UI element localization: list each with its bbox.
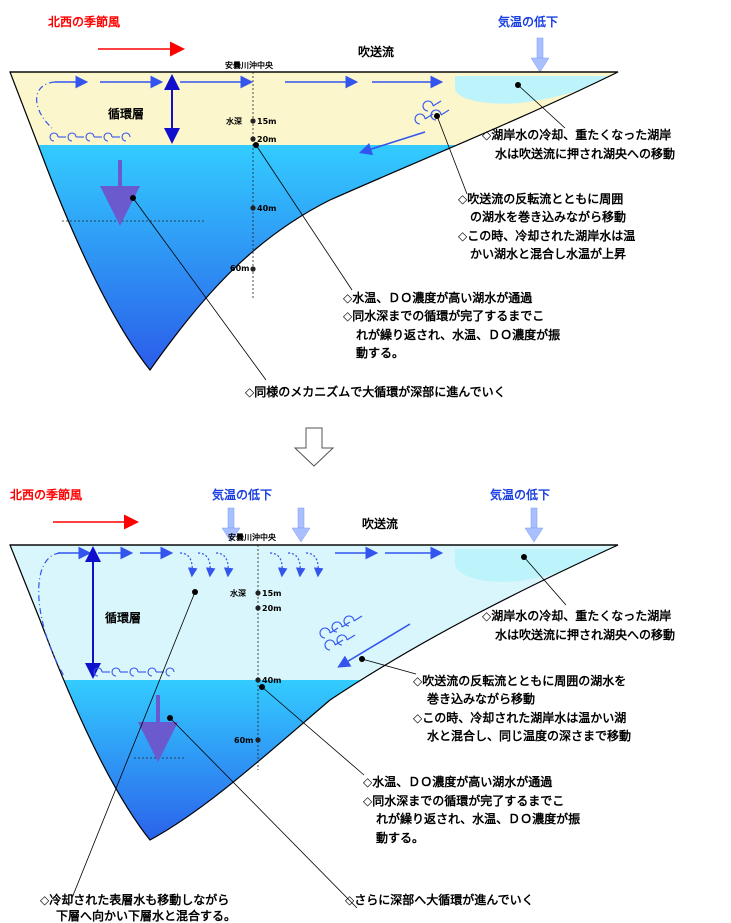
depth-axis-label: 水深: [225, 116, 242, 126]
depth-label-15m: 15m: [257, 117, 276, 126]
callout-dot: [253, 142, 259, 148]
note-counter-flow: ◇吹送流の反転流とともに周囲の湖水を 巻き込みながら移動 ◇この時、冷却された湖…: [413, 673, 631, 743]
station-label: 安曇川沖中央: [228, 532, 277, 542]
note-line: 下層へ向かい下層水と混合する。: [56, 908, 236, 923]
note-line: 動する。: [356, 345, 404, 360]
top-panel: 北西の季節風 気温の低下 吹送流 安曇川沖中央: [9, 14, 675, 399]
note-shore-cooling: ◇湖岸水の冷却、重たくなった湖岸 水は吹送流に押され湖央への移動: [482, 127, 675, 161]
wind-drift-label: 吹送流: [358, 44, 394, 59]
callout-dot: [259, 684, 265, 690]
circulation-layer-label: 循環層: [105, 610, 141, 625]
depth-label-40m: 40m: [257, 204, 276, 213]
wind-label: 北西の季節風: [10, 487, 82, 502]
depth-point-15m: [255, 590, 261, 596]
air-temp-arrows: [221, 507, 544, 543]
note-line: ◇吹送流の反転流とともに周囲の湖水を: [413, 673, 626, 688]
note-line: ◇同水深までの循環が完了するまでこ: [363, 793, 564, 808]
note-deep-progress: ◇同様のメカニズムで大循環が深部に進んでいく: [245, 384, 506, 399]
lake-outline: [9, 71, 619, 371]
callout-dot: [434, 113, 440, 119]
note-line: 水と混合し、同じ温度の深さまで移動: [427, 728, 631, 743]
note-line: ◇この時、冷却された湖岸水は温かい湖: [413, 710, 626, 725]
transition-arrow: [293, 427, 335, 467]
callout-dot: [167, 715, 173, 721]
note-line: 水は吹送流に押され湖央への移動: [495, 146, 675, 161]
depth-label-20m: 20m: [262, 604, 281, 613]
note-line: ◇同水深までの循環が完了するまでこ: [343, 308, 544, 323]
note-line: ◇水温、ＤＯ濃度が高い湖水が通過: [343, 290, 533, 305]
depth-label-60m: 60m: [234, 736, 253, 745]
callout-dot: [130, 195, 136, 201]
lake-outline: [9, 544, 619, 841]
air-temp-label-1: 気温の低下: [212, 487, 272, 502]
callout-dot: [359, 656, 365, 662]
counter-flow-arrow: [358, 131, 426, 156]
bottom-panel: 北西の季節風 気温の低下 気温の低下 吹送流 安曇川沖中央: [9, 487, 675, 923]
eddy-marks: [49, 100, 450, 142]
depth-axis-label: 水深: [229, 588, 246, 598]
depth-label-15m: 15m: [262, 589, 281, 598]
circulation-layer-label: 循環層: [108, 106, 144, 121]
return-flow-loop: [38, 552, 65, 677]
depth-point-20m: [255, 605, 261, 611]
return-flow-loop: [36, 81, 56, 129]
wind-label: 北西の季節風: [48, 14, 120, 29]
depth-label-60m: 60m: [230, 264, 249, 273]
note-deeper-progress: ◇さらに深部へ大循環が進んでいく: [345, 892, 534, 907]
note-line: ◇湖岸水の冷却、重たくなった湖岸: [482, 127, 671, 142]
depth-point-40m: [255, 677, 261, 683]
depth-label-40m: 40m: [262, 676, 281, 685]
note-line: ◇水温、ＤＯ濃度が高い湖水が通過: [363, 774, 553, 789]
note-line: ◇吹送流の反転流とともに周囲: [458, 191, 623, 206]
note-line: れが繰り返され、水温、ＤＯ濃度が振: [356, 327, 560, 342]
note-warm-water: ◇水温、ＤＯ濃度が高い湖水が通過 ◇同水深までの循環が完了するまでこ れが繰り返…: [363, 774, 580, 845]
depth-label-20m: 20m: [257, 135, 276, 144]
note-line: れが繰り返され、水温、ＤＯ濃度が振: [376, 811, 580, 826]
note-line: ◇冷却された表層水も移動しながら: [40, 892, 229, 907]
air-temp-label-2: 気温の低下: [490, 487, 550, 502]
note-line: 動する。: [376, 830, 424, 845]
depth-point-60m: [255, 737, 261, 743]
counter-flow-arrow: [337, 623, 411, 668]
depth-point-60m: [250, 266, 256, 272]
callout-dot: [521, 554, 527, 560]
depth-point-15m: [250, 118, 256, 124]
depth-point-20m: [250, 136, 256, 142]
note-shore-cooling: ◇湖岸水の冷却、重たくなった湖岸 水は吹送流に押され湖央への移動: [482, 608, 675, 642]
note-line: ◇この時、冷却された湖岸水は温: [458, 228, 635, 243]
air-temp-label: 気温の低下: [498, 14, 558, 29]
note-line: 巻き込みながら移動: [426, 691, 535, 706]
note-warm-water: ◇水温、ＤＯ濃度が高い湖水が通過 ◇同水深までの循環が完了するまでこ れが繰り返…: [343, 290, 560, 360]
leader-lines: [71, 556, 567, 909]
sinking-curl-arrows: [179, 552, 324, 578]
station-label: 安曇川沖中央: [225, 60, 274, 70]
note-line: ◇湖岸水の冷却、重たくなった湖岸: [482, 608, 671, 623]
callout-dot: [515, 82, 521, 88]
air-temp-arrow: [530, 37, 550, 73]
callout-dot: [192, 589, 198, 595]
wind-drift-label: 吹送流: [362, 516, 398, 531]
leader-lines: [132, 84, 566, 381]
eddy-marks: [93, 615, 363, 677]
note-line: の湖水を巻き込みながら移動: [470, 209, 626, 224]
note-line: 水は吹送流に押され湖央への移動: [495, 627, 675, 642]
note-counter-flow: ◇吹送流の反転流とともに周囲 の湖水を巻き込みながら移動 ◇この時、冷却された湖…: [458, 191, 635, 261]
note-line: かい湖水と混合し水温が上昇: [470, 246, 626, 261]
note-surface-mixing: ◇冷却された表層水も移動しながら 下層へ向かい下層水と混合する。: [40, 892, 236, 923]
depth-point-40m: [250, 205, 256, 211]
